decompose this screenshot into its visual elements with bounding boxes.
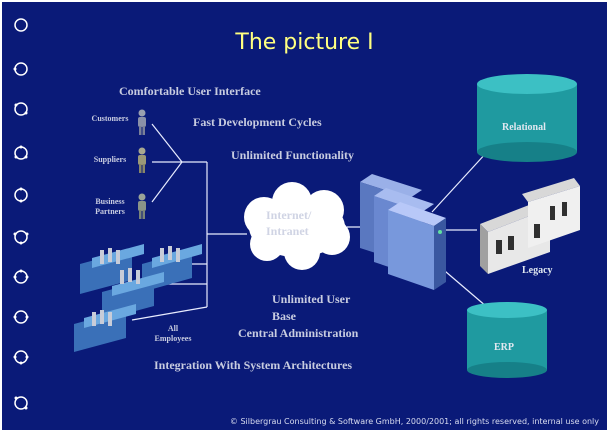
server-icon — [360, 174, 446, 290]
slide-title: The picture I — [235, 30, 374, 55]
rail-circle-icon — [14, 187, 28, 203]
person-icon — [138, 193, 146, 219]
feature-func-label: Unlimited Functionality — [231, 148, 355, 162]
network-label-2: Intranet — [266, 224, 309, 238]
rail-circle-icon — [14, 145, 28, 160]
feature-userbase-label-2: Base — [272, 309, 296, 323]
employees-label-1: All — [167, 324, 179, 333]
database-icon — [467, 302, 547, 378]
person-icon — [138, 147, 146, 173]
feature-admin-label: Central Administration — [238, 326, 359, 340]
left-rail — [8, 2, 34, 430]
partners-label-2: Partners — [95, 207, 125, 216]
rail-circle-icon — [14, 102, 28, 116]
user-connectors — [131, 123, 488, 321]
rail-circle-icon — [13, 350, 29, 365]
rail-circle-icon — [14, 396, 28, 410]
suppliers-label: Suppliers — [93, 155, 127, 164]
feature-ui-label: Comfortable User Interface — [119, 84, 261, 98]
slide: The picture I — [2, 2, 607, 430]
feature-dev-label: Fast Development Cycles — [193, 115, 322, 129]
office-group-icon — [74, 244, 202, 352]
network-label-1: Internet/ — [266, 208, 312, 222]
employees-label-2: Employees — [154, 334, 192, 343]
partners-label-1: Business — [95, 197, 125, 206]
architecture-diagram — [74, 74, 580, 378]
mainframe-icon — [480, 178, 580, 274]
feature-integration-label: Integration With System Architectures — [154, 358, 353, 372]
cloud-icon — [244, 182, 350, 270]
person-icon — [138, 109, 146, 135]
erp-label: ERP — [494, 342, 514, 353]
rail-circle-icon — [14, 18, 28, 32]
rail-circle-icon — [13, 230, 29, 245]
legacy-label: Legacy — [522, 265, 553, 276]
rail-circle-icon — [13, 269, 29, 284]
rail-circle-icon — [13, 310, 29, 324]
feature-userbase-label-1: Unlimited User — [272, 292, 351, 306]
rail-circle-icon — [13, 62, 28, 76]
relational-label: Relational — [502, 122, 546, 133]
customers-label: Customers — [91, 114, 129, 123]
database-icon — [477, 74, 577, 162]
copyright-footer: © Silbergrau Consulting & Software GmbH,… — [229, 417, 599, 426]
